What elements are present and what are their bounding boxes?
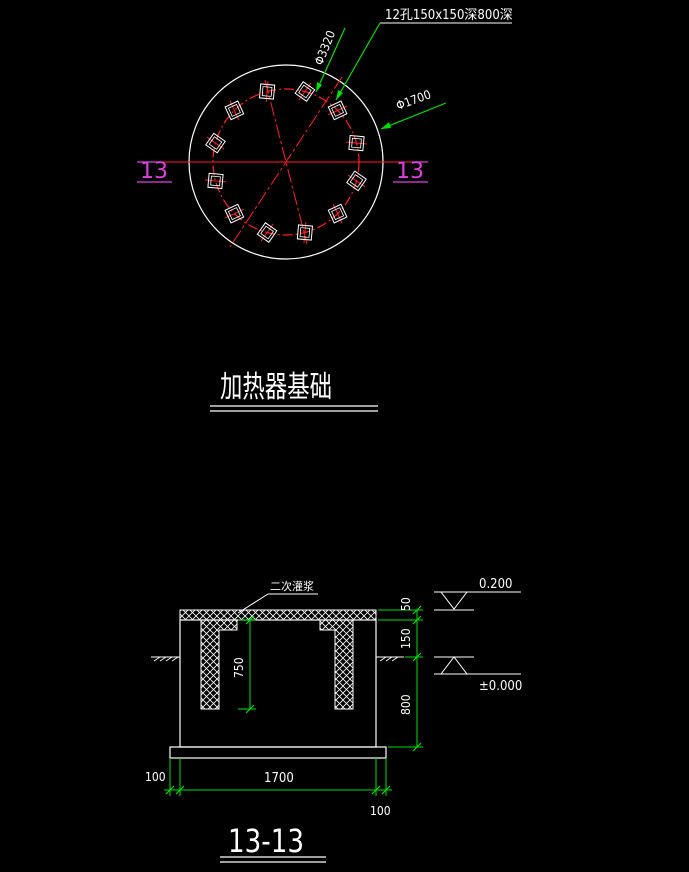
base-slab: [169, 746, 387, 759]
anchor-hole-inner: [298, 84, 312, 99]
ground-mark-right: [376, 656, 404, 662]
dia-outer-label: Φ3320: [312, 28, 339, 67]
anchor-hole-inner: [351, 137, 362, 149]
anchor-hole-outline: [256, 222, 278, 243]
dim-50: 50: [399, 597, 413, 611]
anchor-hole-outline: [207, 172, 224, 190]
anchor-hole-inner: [331, 207, 345, 221]
anchor-hole-inner: [299, 227, 311, 238]
plan-title-block: 加热器基础: [210, 370, 378, 412]
anchor-hole-inner: [227, 207, 241, 221]
anchor-hole-inner: [261, 86, 273, 97]
leader-inner-dia: [380, 102, 447, 130]
arrow-inner-dia: [381, 122, 391, 129]
anchor-hole: [205, 132, 226, 154]
anchor-hole-inner: [210, 175, 221, 187]
section-view: 二次灌浆 750 50 150 800 0.200 ±0.000: [145, 577, 522, 863]
dim-bottom-tick-2: [175, 785, 185, 795]
anchor-hole: [346, 170, 367, 192]
dim-tick-657: [412, 652, 422, 662]
grout-layer: [179, 609, 377, 621]
dia-inner-label: Φ1700: [394, 87, 433, 113]
grout-label: 二次灌浆: [270, 579, 314, 593]
anchor-hole-inner: [331, 103, 345, 117]
anchor-hole: [327, 203, 348, 224]
leader-outer-dia: [315, 27, 346, 93]
anchor-hole: [327, 100, 348, 121]
anchor-hole: [204, 172, 227, 190]
anchor-hole-outline: [327, 100, 348, 121]
elev-top-label: 0.200: [479, 577, 512, 592]
elev-ground-triangle: [439, 656, 469, 675]
anchor-hole: [258, 80, 276, 103]
section-marker-right: 13: [396, 159, 424, 184]
anchor-hole: [294, 81, 316, 102]
grout-leader: [237, 593, 269, 614]
anchor-hole-outline: [346, 170, 367, 192]
anchor-hole-inner: [208, 136, 223, 150]
anchor-hole-outline: [205, 132, 226, 154]
dim-750-tick-bottom: [245, 704, 255, 714]
anchor-holes: [204, 80, 368, 244]
elev-top-triangle: [439, 591, 469, 610]
section-marker-left: 13: [140, 159, 168, 184]
arrow-hole-note: [336, 90, 343, 100]
anchor-hole: [256, 222, 278, 243]
center-line-diagonal-2: [264, 79, 308, 245]
anchor-hole: [224, 100, 245, 121]
dim-1700: 1700: [264, 771, 294, 786]
anchor-hole-outline: [296, 224, 314, 241]
ground-mark-left: [151, 656, 180, 662]
hole-note-label: 12孔150x150深800深: [385, 8, 513, 23]
anchor-hole-inner: [349, 174, 364, 188]
dim-tick-610: [412, 605, 422, 615]
dim-bottom-tick-4: [381, 785, 391, 795]
dim-750-tick-top: [245, 615, 255, 625]
anchor-hole-inner: [227, 103, 241, 117]
anchor-hole-right: [319, 620, 354, 710]
center-line-diagonal-1: [229, 76, 343, 248]
dim-100-right: 100: [370, 804, 391, 818]
anchor-hole-outline: [224, 203, 245, 224]
dim-100-left: 100: [145, 770, 166, 784]
dim-750: 750: [232, 657, 246, 678]
dim-tick-620: [412, 615, 422, 625]
anchor-hole: [345, 134, 368, 152]
section-title: 13-13: [228, 822, 304, 860]
dim-800: 800: [399, 694, 413, 715]
plan-title: 加热器基础: [220, 370, 332, 405]
plan-view: 13 13 Φ3320 12孔150x150深800深 Φ1700: [137, 8, 513, 260]
anchor-hole-outline: [327, 203, 348, 224]
anchor-hole-outline: [348, 134, 365, 152]
anchor-hole: [224, 203, 245, 224]
arrow-outer-dia: [316, 82, 322, 92]
anchor-hole-outline: [224, 100, 245, 121]
elev-ground-label: ±0.000: [479, 679, 522, 694]
dim-tick-747: [412, 742, 422, 752]
dim-bottom-tick-1: [165, 785, 175, 795]
anchor-hole-left: [200, 620, 238, 710]
anchor-hole-inner: [260, 225, 274, 240]
anchor-hole-outline: [258, 83, 276, 100]
leader-hole-note: [335, 22, 381, 101]
dim-bottom-tick-3: [371, 785, 381, 795]
anchor-hole-outline: [294, 81, 316, 102]
dim-150: 150: [399, 628, 413, 649]
anchor-hole: [296, 221, 314, 244]
